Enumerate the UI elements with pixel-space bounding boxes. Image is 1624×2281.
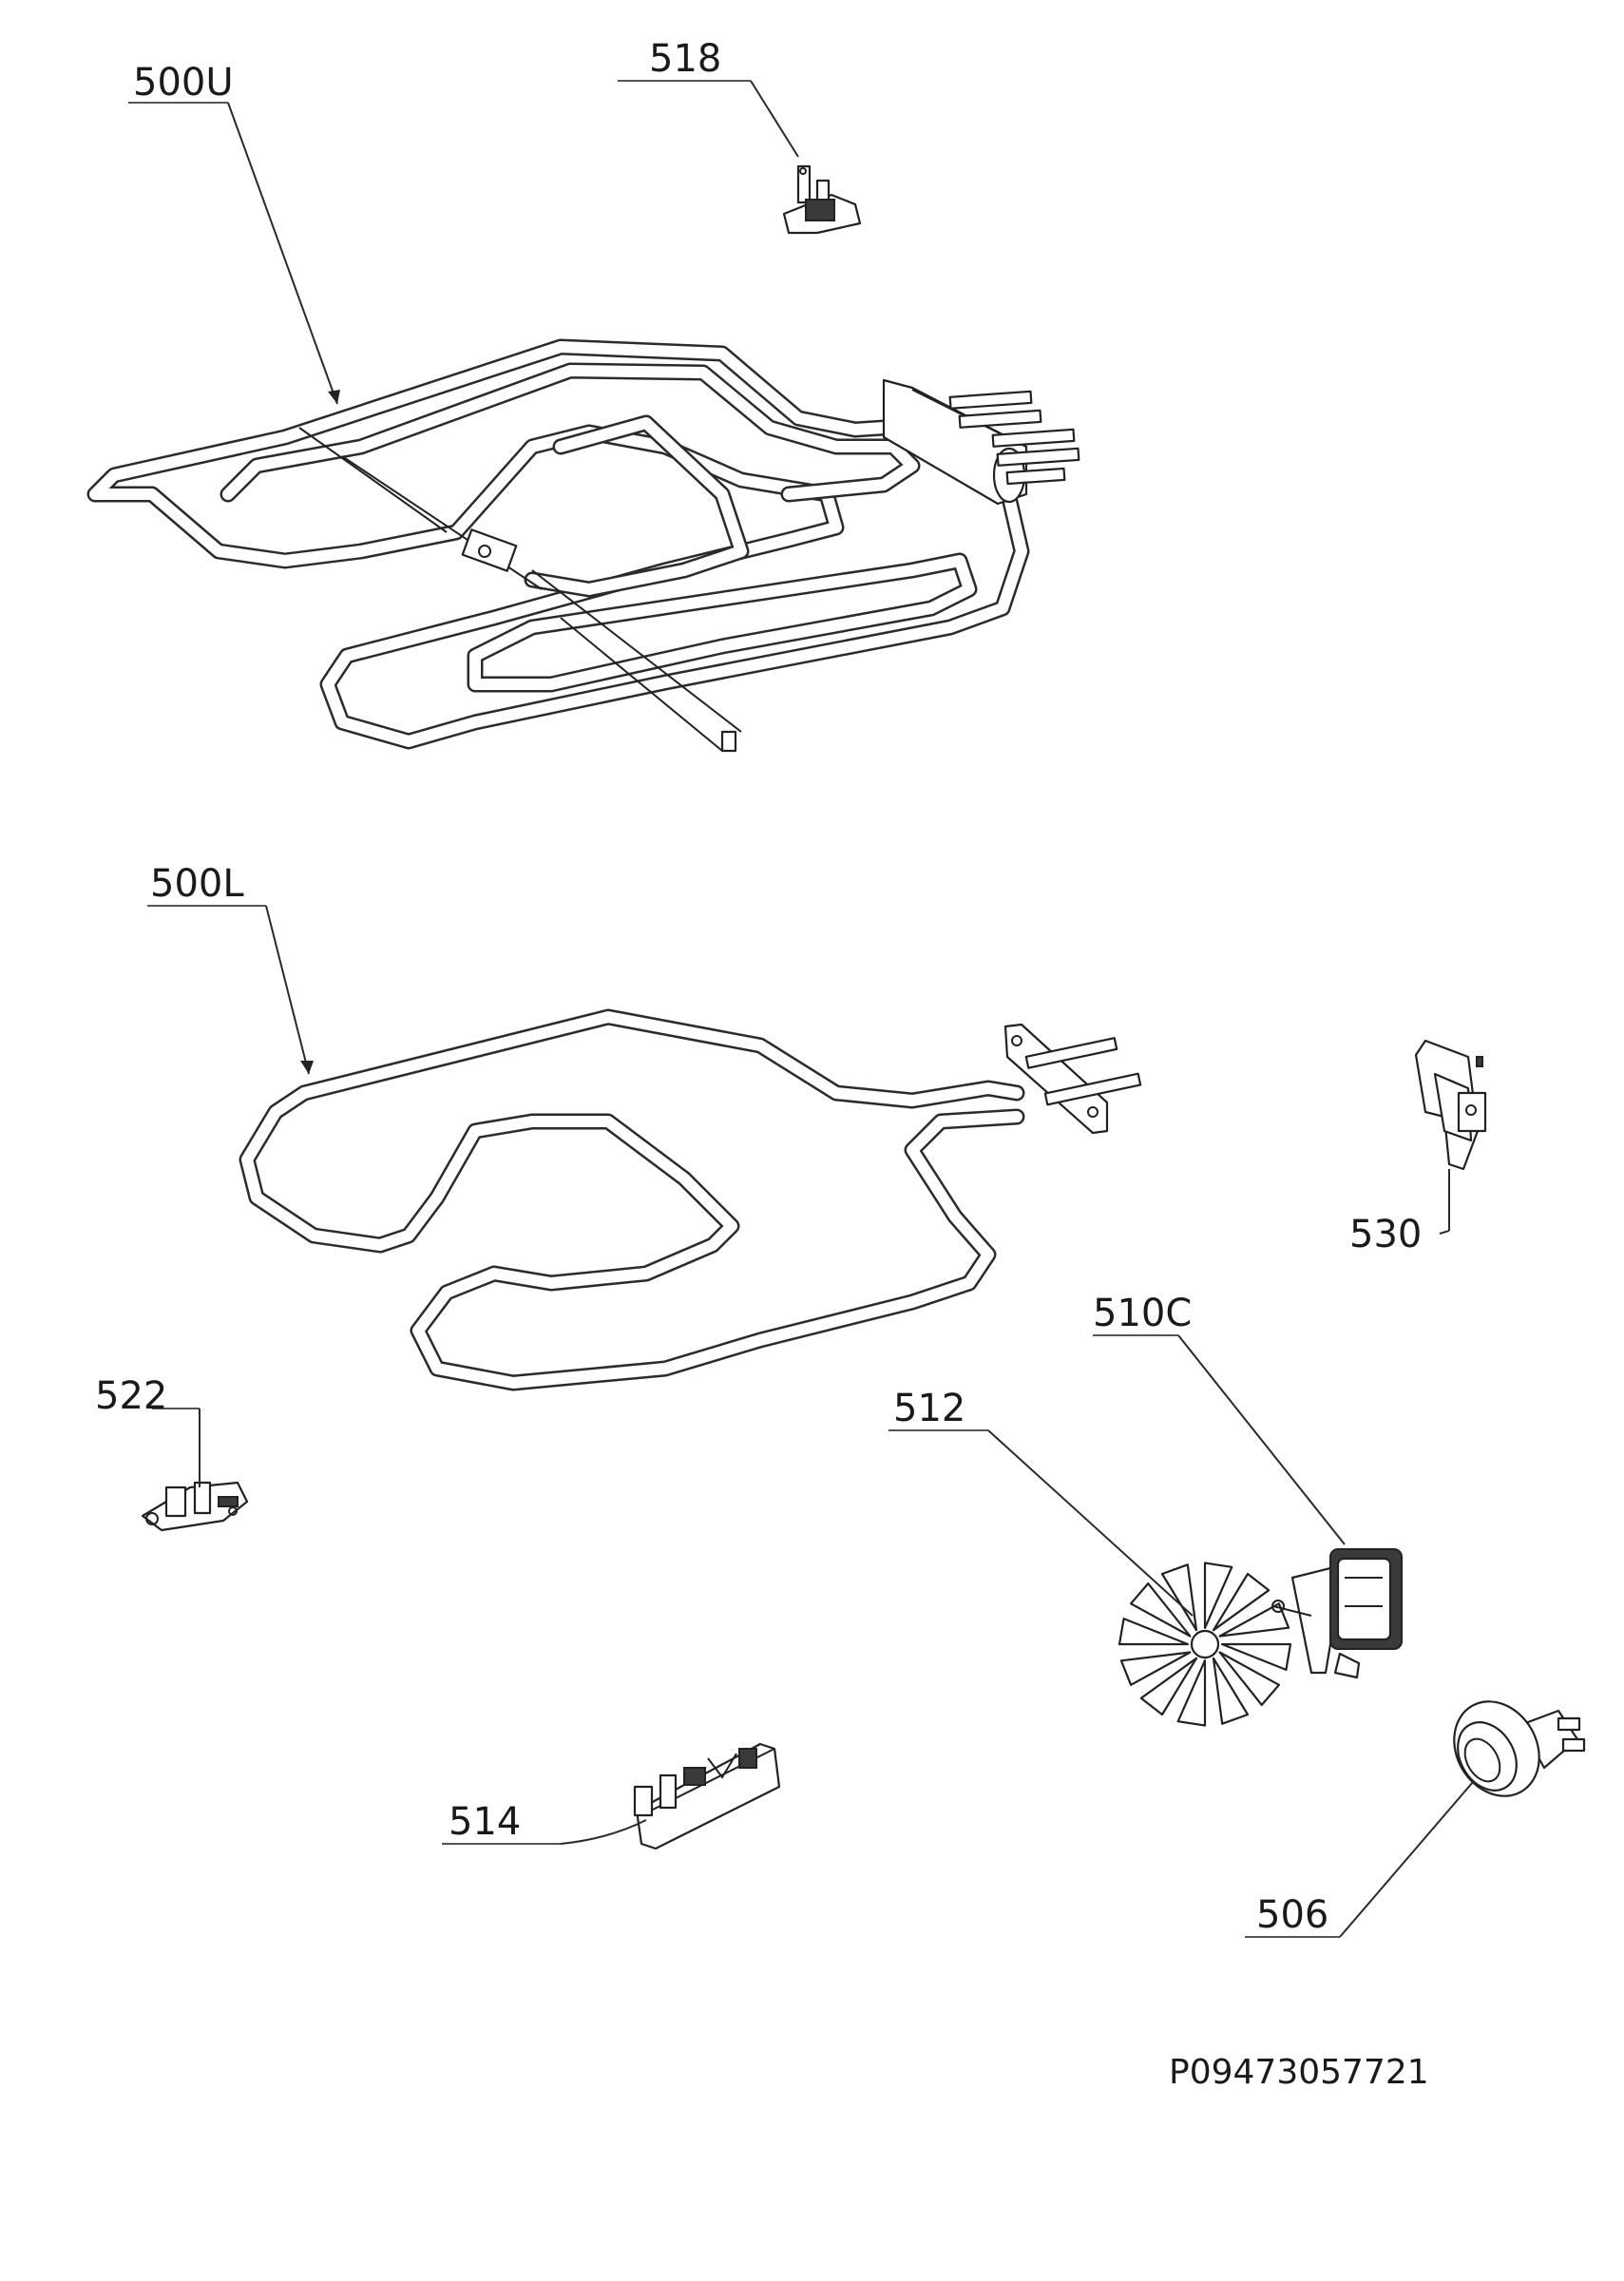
leader-lines	[128, 80, 1474, 1938]
fan-blade-vane	[1160, 1563, 1198, 1632]
fan-blade-vane	[1212, 1572, 1271, 1632]
label-518: 518	[649, 37, 721, 81]
label-500L: 500L	[150, 862, 244, 906]
label-514: 514	[449, 1800, 521, 1844]
fan-blade-vane	[1218, 1602, 1290, 1638]
fan-blade-vane	[1118, 1618, 1190, 1646]
fan-blade-vane	[1212, 1657, 1250, 1725]
upper-element-terminals	[948, 390, 1080, 486]
label-530: 530	[1349, 1213, 1422, 1256]
fan-blade-vane	[1130, 1582, 1192, 1638]
fan-motor-icon[interactable]	[1271, 1548, 1403, 1679]
fan-blade-vane	[1203, 1562, 1233, 1629]
lower-heating-element-icon[interactable]	[239, 1008, 1142, 1391]
oven-lamp-icon[interactable]	[1438, 1686, 1586, 1811]
fan-blade-vane	[1176, 1659, 1207, 1727]
fan-blade-vane	[1220, 1642, 1292, 1671]
label-510C: 510C	[1093, 1292, 1192, 1335]
label-500U: 500U	[133, 61, 234, 105]
fan-blade-vane	[1139, 1657, 1198, 1716]
thermal-fuse-icon[interactable]	[141, 1481, 249, 1532]
terminal-clip-icon[interactable]	[1414, 1039, 1487, 1171]
fan-blade-icon[interactable]	[1118, 1562, 1292, 1727]
label-522: 522	[95, 1374, 167, 1418]
drawing-code: P09473057721	[1169, 2053, 1429, 2092]
thermostat-icon[interactable]	[782, 164, 862, 235]
label-512: 512	[893, 1387, 965, 1430]
fan-blade-vane	[1218, 1651, 1280, 1706]
terminal-block-icon[interactable]	[633, 1742, 781, 1850]
fan-blade-vane	[1119, 1651, 1192, 1686]
upper-heating-element-icon[interactable]	[86, 338, 1080, 753]
label-506: 506	[1256, 1893, 1328, 1937]
